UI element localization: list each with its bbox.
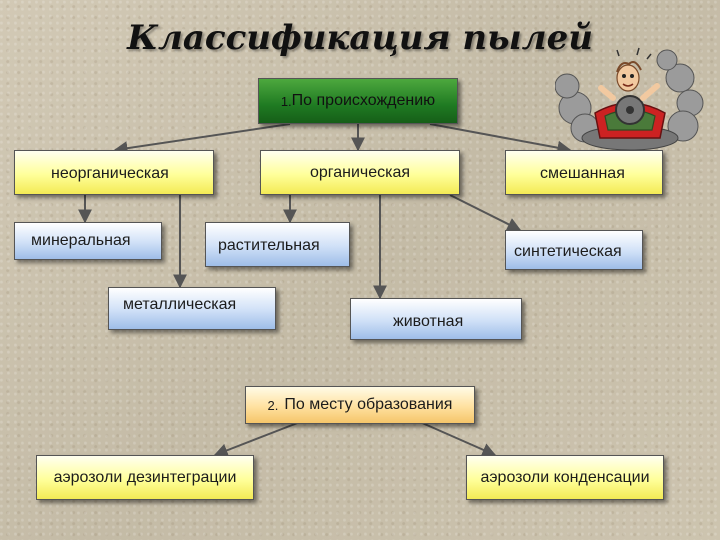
arrow-origin-to-mixed — [429, 123, 572, 155]
origin-label: По происхождению — [291, 92, 436, 109]
animal-box: животная — [350, 298, 522, 340]
animal-label: животная — [393, 313, 464, 330]
condensation-label: аэрозоли конденсации — [480, 468, 650, 486]
synthetic-label: синтетическая — [514, 243, 622, 260]
location-number: 2. — [267, 397, 279, 413]
arrow-organic-to-synthetic — [449, 194, 522, 231]
page-title: Классификация пылей — [127, 18, 593, 58]
metallic-box: металлическая — [108, 287, 276, 330]
arrow-location-to-disintegration — [213, 421, 301, 457]
mixed-box: смешанная — [505, 150, 663, 195]
inorganic-box: неорганическая — [14, 150, 214, 195]
plant-label: растительная — [218, 237, 320, 254]
disintegration-label: аэрозоли дезинтеграции — [53, 468, 237, 486]
organic-box: органическая — [260, 150, 460, 195]
origin-classification-box: 1. По происхождению — [258, 78, 458, 124]
inorganic-label: неорганическая — [51, 165, 169, 182]
plant-box: растительная — [205, 222, 350, 267]
organic-label: органическая — [309, 163, 411, 181]
dusty-driver-illustration — [555, 47, 704, 151]
arrow-location-to-condensation — [419, 421, 497, 457]
location-label: По месту образования — [284, 396, 453, 413]
origin-number: 1. — [280, 93, 292, 109]
disintegration-box: аэрозоли дезинтеграции — [36, 455, 254, 500]
location-classification-box: 2. По месту образования — [245, 386, 475, 424]
condensation-box: аэрозоли конденсации — [466, 455, 664, 500]
mixed-label: смешанная — [540, 165, 625, 182]
arrow-origin-to-inorganic — [113, 123, 291, 156]
synthetic-box: синтетическая — [505, 230, 643, 270]
metallic-label: металлическая — [123, 296, 237, 313]
mineral-label: минеральная — [31, 232, 131, 249]
mineral-box: минеральная — [14, 222, 162, 260]
